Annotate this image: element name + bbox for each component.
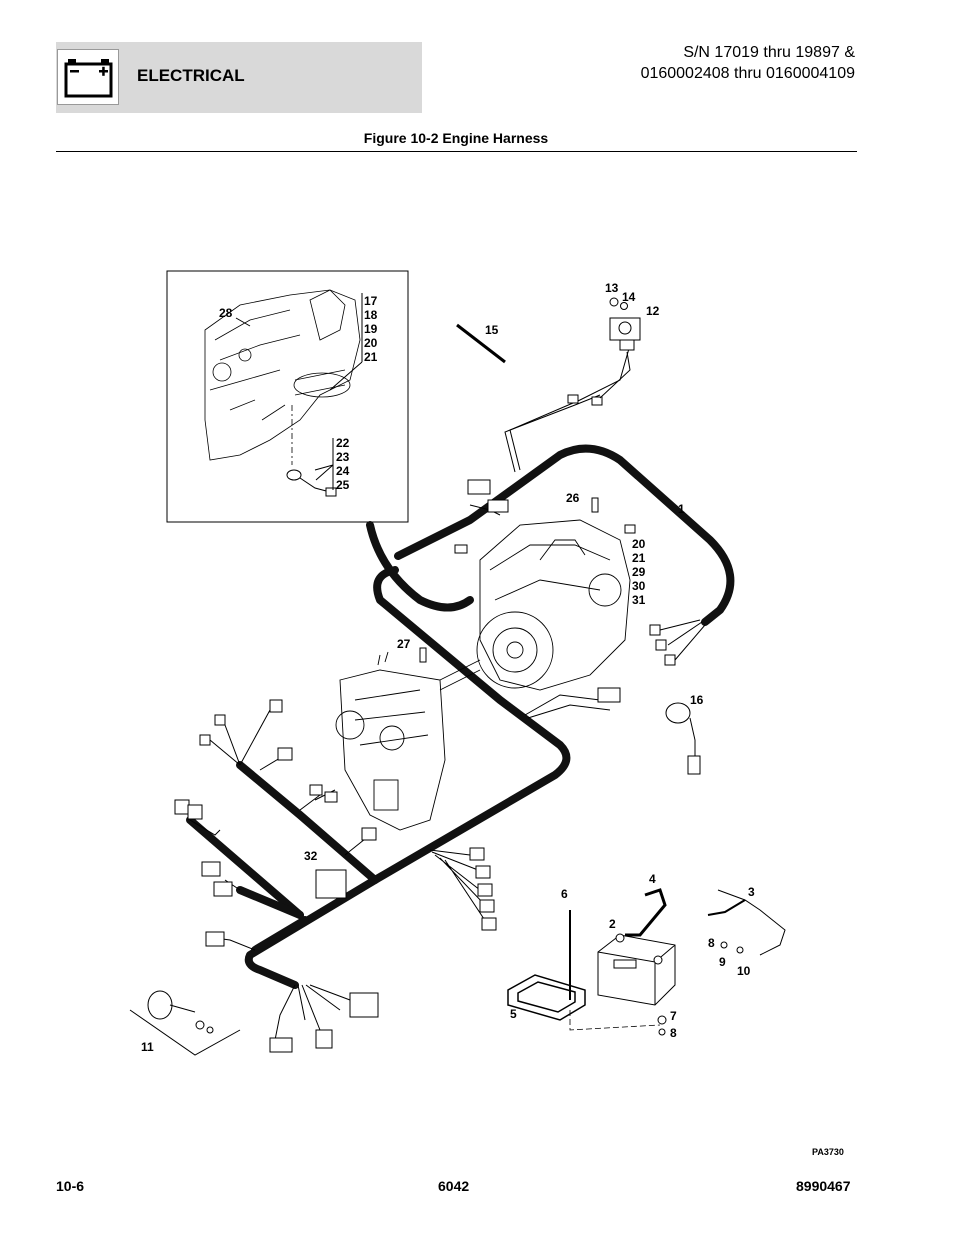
manual-number: 8990467	[796, 1178, 851, 1194]
callout-23: 23	[336, 450, 350, 464]
inset-frame	[166, 270, 409, 523]
callout-15: 15	[485, 323, 499, 337]
sensor-26	[591, 497, 599, 513]
main-harness	[186, 444, 735, 989]
relay-bracket	[609, 297, 641, 351]
harness-branches	[189, 344, 706, 1041]
callout-7: 7	[670, 1009, 677, 1023]
callout-12: 12	[646, 304, 660, 318]
engine-block-sketch	[439, 519, 631, 691]
callout-16: 16	[690, 693, 704, 707]
callout-21: 21	[364, 350, 378, 364]
callout-8b: 8	[670, 1026, 677, 1040]
serial-line-2: 0160002408 thru 0160004109	[640, 65, 855, 82]
callout-19: 19	[364, 322, 378, 336]
serial-line-1: S/N 17019 thru 19897 &	[683, 44, 855, 61]
callout-24: 24	[336, 464, 350, 478]
header-rule	[56, 151, 857, 152]
callout-6: 6	[561, 887, 568, 901]
callout-30: 30	[632, 579, 646, 593]
callout-25: 25	[336, 478, 350, 492]
sensor-16	[665, 702, 701, 775]
transmission-sketch	[335, 651, 481, 831]
callout-8: 8	[708, 936, 715, 950]
battery-icon	[57, 49, 119, 105]
figure-title: Figure 10-2 Engine Harness	[363, 130, 549, 146]
callout-17: 17	[364, 294, 378, 308]
sensor-27	[419, 647, 427, 663]
page-number: 10-6	[56, 1178, 85, 1194]
drawing-id: PA3730	[812, 1147, 844, 1157]
callout-27: 27	[397, 637, 411, 651]
callout-11: 11	[141, 1040, 154, 1054]
callout-4: 4	[649, 872, 656, 886]
callout-5: 5	[510, 1007, 517, 1021]
tie-strap	[456, 323, 506, 364]
battery-assembly	[597, 933, 676, 1006]
callout-20b: 20	[632, 537, 646, 551]
callout-labels: 28 17 18 19 20 21 22 23 24 25 15 13 14 1…	[141, 281, 755, 1054]
callout-2: 2	[609, 917, 616, 931]
callout-13: 13	[605, 281, 619, 295]
callout-21b: 21	[632, 551, 646, 565]
battery-cable-4	[625, 888, 667, 937]
callout-31: 31	[632, 593, 646, 607]
callout-22: 22	[336, 436, 350, 450]
callout-10: 10	[737, 964, 751, 978]
serial-range: S/N 17019 thru 19897 & 0160002408 thru 0…	[641, 42, 855, 84]
horn-11	[129, 990, 241, 1056]
callout-29: 29	[632, 565, 646, 579]
callout-14: 14	[622, 290, 636, 304]
inset-engine-sketch	[204, 289, 361, 461]
callout-28: 28	[219, 306, 233, 320]
section-title: ELECTRICAL	[137, 66, 245, 85]
callout-1: 1	[678, 502, 685, 516]
callout-26: 26	[566, 491, 580, 505]
callout-32: 32	[304, 849, 318, 863]
callout-3: 3	[748, 885, 755, 899]
model-number: 6042	[438, 1178, 470, 1194]
callout-20: 20	[364, 336, 378, 350]
harness-connectors	[174, 394, 676, 1053]
callout-18: 18	[364, 308, 378, 322]
callout-9: 9	[719, 955, 726, 969]
battery-cable-3	[717, 889, 786, 956]
inset-sensor	[286, 469, 337, 497]
battery-tray	[507, 974, 586, 1021]
